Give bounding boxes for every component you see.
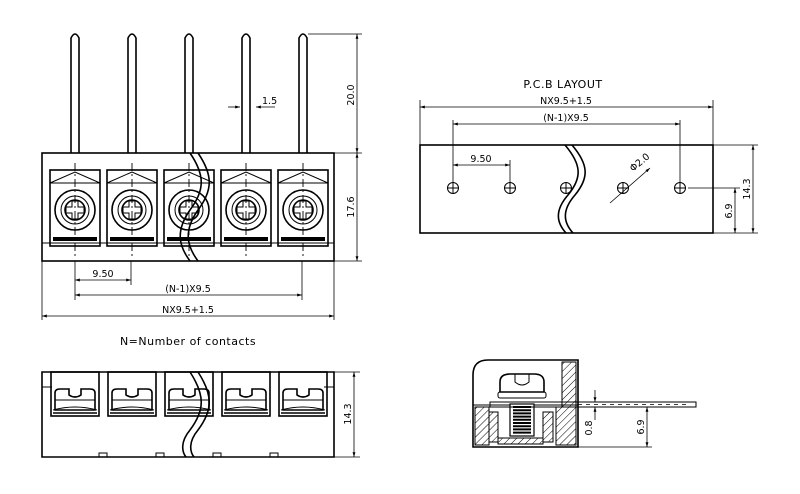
bottom-body	[41, 371, 335, 458]
pin	[241, 33, 251, 153]
side-hatch-left	[474, 406, 490, 446]
cell-chevron	[163, 171, 215, 184]
cell-chevron	[49, 171, 101, 184]
front-body	[41, 152, 335, 262]
side-wall-hatch	[561, 361, 577, 408]
pcb-outline	[419, 144, 714, 234]
pcb-hole-icon	[504, 182, 516, 194]
pcb-dim-pitch: 9.50	[470, 154, 491, 165]
pcb-hole-icon	[560, 182, 572, 194]
front-view: 20.0 17.6 1.5 9.50 (N-1)X9.5 NX9.5+1.5	[41, 33, 362, 320]
dim-pin-length: 20.0	[346, 84, 357, 105]
clamp-curve	[52, 406, 98, 411]
dim-span: (N-1)X9.5	[165, 284, 211, 295]
pcb-break-line	[557, 144, 579, 234]
pcb-hole-icon	[674, 182, 686, 194]
bottom-cell	[50, 371, 108, 457]
bottom-cell-frame	[278, 371, 328, 417]
bottom-cell	[278, 371, 328, 417]
pcb-layout: P.C.B LAYOUT NX9.5+1.5 (N-1)X9.5 9.50 Φ2…	[419, 78, 758, 234]
bottom-dim-height: 14.3	[343, 403, 354, 424]
bottom-cell	[164, 371, 222, 457]
clamp-plate-icon	[111, 388, 153, 411]
terminal-cell	[220, 163, 272, 258]
side-dim-pin-height: 6.9	[636, 419, 647, 434]
pcb-dim-span: (N-1)X9.5	[543, 113, 589, 124]
bottom-notch	[98, 452, 108, 457]
bottom-cell-frame	[221, 371, 271, 417]
pcb-dim-hole: Φ2.0	[628, 151, 652, 174]
screw-threads	[513, 406, 531, 434]
pcb-layout-title: P.C.B LAYOUT	[523, 78, 602, 91]
bottom-cells	[50, 371, 328, 457]
note-contacts: N=Number of contacts	[120, 335, 256, 348]
dim-pitch: 9.50	[92, 269, 113, 280]
dim-pin-width: 1.5	[262, 96, 277, 107]
pins	[70, 33, 308, 153]
screw-head-icon	[499, 373, 545, 393]
pin	[298, 33, 308, 153]
pin	[70, 33, 80, 153]
bottom-notch	[155, 452, 165, 457]
phillips-cross-icon	[122, 200, 142, 220]
clamp-curve	[280, 406, 326, 411]
side-hatch-inner-left	[488, 411, 499, 443]
bottom-notch	[212, 452, 222, 457]
bottom-cell-frame	[50, 371, 100, 417]
side-hatch-inner-right	[542, 411, 554, 443]
terminal-cell	[49, 163, 101, 258]
dim-total: NX9.5+1.5	[162, 305, 214, 316]
cell-chevron	[220, 171, 272, 184]
clamp-curve	[109, 406, 155, 411]
phillips-cross-icon	[236, 200, 256, 220]
clamp-plate-icon	[282, 388, 324, 411]
side-dim-pin-thickness: 0.8	[584, 420, 595, 435]
pcb-hole-icon	[447, 182, 459, 194]
bottom-notch	[269, 452, 279, 457]
screw-washer	[497, 391, 547, 399]
pin	[127, 33, 137, 153]
pcb-break-line-2	[564, 144, 586, 234]
bottom-cell	[107, 371, 165, 457]
bottom-cell-frame	[164, 371, 214, 417]
bottom-break-line	[181, 371, 202, 458]
bottom-cell-frame	[107, 371, 157, 417]
screw-slot	[514, 374, 530, 386]
side-pin	[489, 401, 697, 408]
clamp-curve	[223, 406, 269, 411]
phillips-cross-icon	[65, 200, 85, 220]
clamp-plate-icon	[168, 388, 210, 411]
pcb-dim-hole-offset: 6.9	[724, 203, 735, 218]
break-line	[179, 152, 202, 262]
side-view: 0.8 6.9	[472, 359, 697, 448]
bottom-cell	[221, 371, 279, 457]
side-body	[472, 359, 579, 448]
pcb-holes	[447, 182, 686, 194]
terminal-cell	[277, 163, 329, 258]
side-hatch-bottom	[497, 437, 544, 445]
cell-chevron	[277, 171, 329, 184]
clamp-curve	[166, 406, 212, 411]
dim-line-hole	[609, 167, 651, 204]
clamp-plate-icon	[225, 388, 267, 411]
pcb-dim-total: NX9.5+1.5	[540, 96, 592, 107]
bottom-break-line-2	[189, 371, 210, 458]
break-line-2	[187, 152, 210, 262]
clamp-plate-icon	[54, 388, 96, 411]
phillips-cross-icon	[293, 200, 313, 220]
bottom-view: 14.3	[41, 371, 360, 458]
dim-body-height: 17.6	[346, 196, 357, 217]
terminal-cell	[106, 163, 158, 258]
pin	[184, 33, 194, 153]
cell-chevron	[106, 171, 158, 184]
side-hatch-right	[555, 406, 577, 446]
pcb-dim-height: 14.3	[742, 178, 753, 199]
